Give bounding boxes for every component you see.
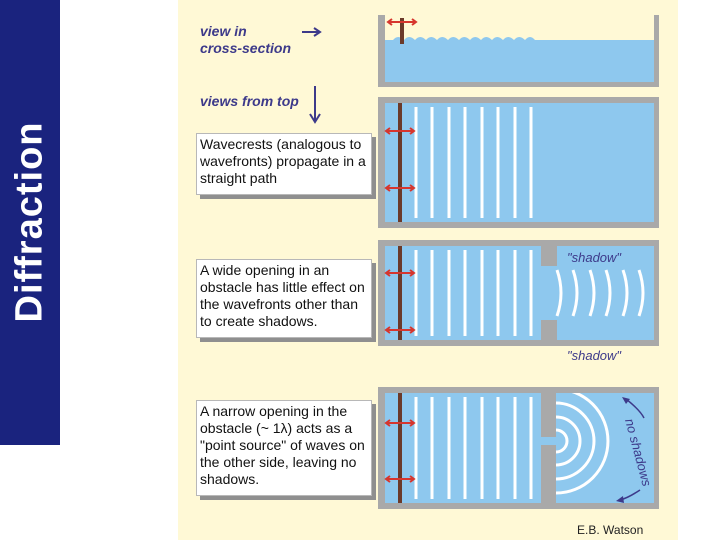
- header-cross-section: view in cross-section: [200, 23, 292, 56]
- shadow-label-top: "shadow": [567, 250, 622, 265]
- arrow-icon: [384, 269, 416, 334]
- panel-straight-path: [378, 97, 659, 228]
- panel-narrow-opening: [378, 387, 659, 509]
- title-sidebar: Diffraction: [0, 0, 60, 445]
- down-arrow-icon: [309, 86, 321, 124]
- caption-straight-path: Wavecrests (analogous to wavefronts) pro…: [196, 133, 372, 195]
- right-arrow-icon: [302, 27, 322, 37]
- shadow-label-bottom: "shadow": [567, 348, 622, 363]
- caption-narrow-opening: A narrow opening in the obstacle (~ 1λ) …: [196, 400, 372, 496]
- arrow-icon: [384, 419, 416, 483]
- header-top-view: views from top: [200, 93, 299, 109]
- caption-wide-opening: A wide opening in an obstacle has little…: [196, 259, 372, 338]
- panel-cross-section: [378, 15, 659, 87]
- arrow-icon: [386, 18, 418, 26]
- arrow-icon: [384, 127, 416, 192]
- credit-text: E.B. Watson: [577, 523, 644, 537]
- panel-wide-opening: [378, 240, 659, 346]
